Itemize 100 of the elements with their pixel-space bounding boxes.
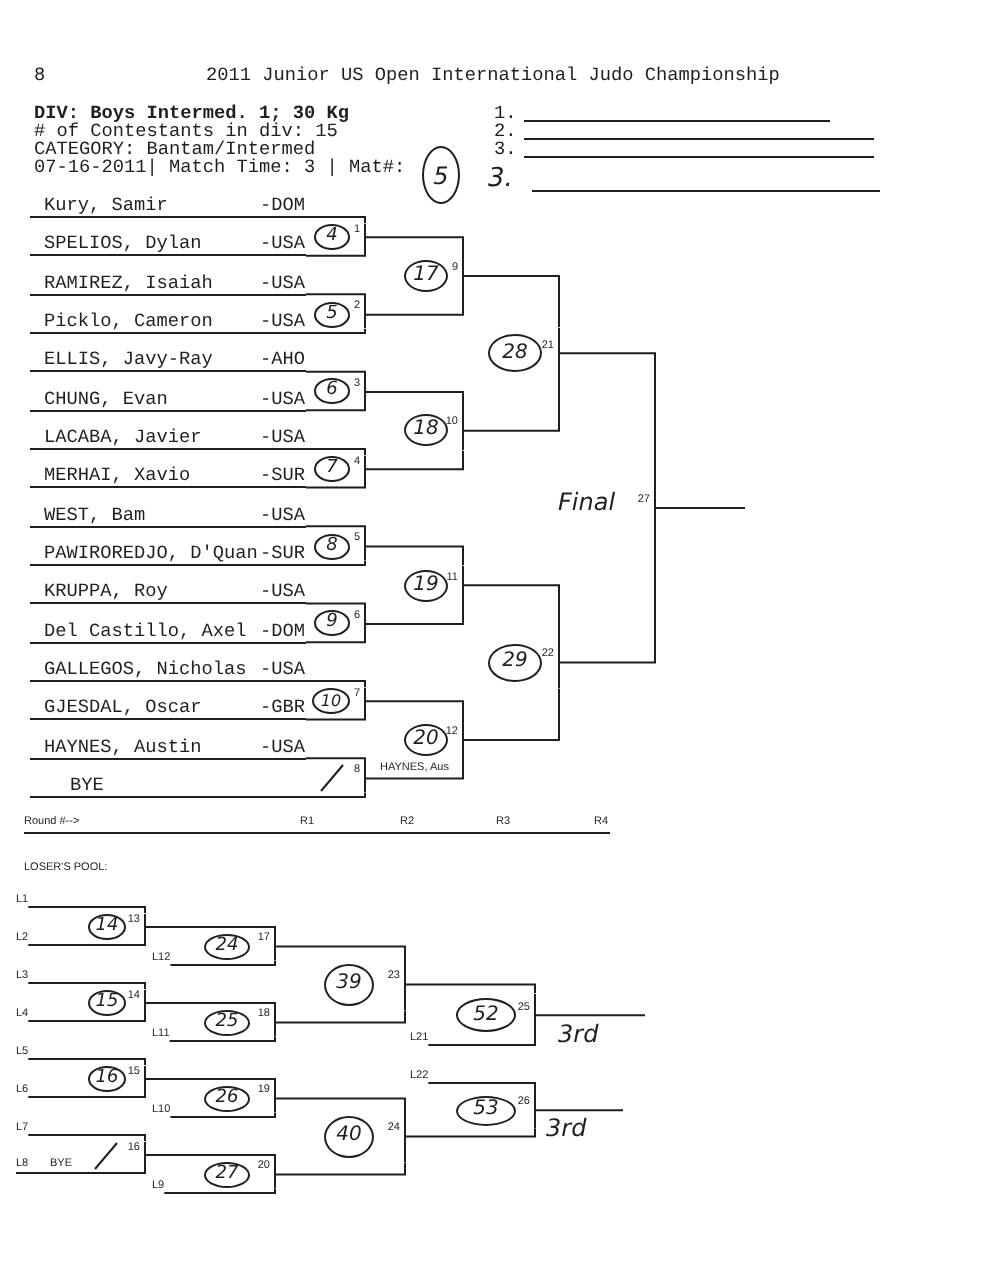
match-bracket <box>200 932 276 961</box>
info-line: 07-16-2011| Match Time: 3 | Mat#: <box>34 158 406 176</box>
bracket-line <box>274 1161 406 1176</box>
handwritten-note: 3. <box>488 166 513 192</box>
circled-number: 4 <box>314 224 350 251</box>
competitor-name: Del Castillo, Axel <box>44 621 247 642</box>
match-bracket <box>310 609 366 638</box>
bracket-line <box>305 404 366 412</box>
circled-number: 24 <box>204 933 250 960</box>
match-bracket <box>84 989 146 1017</box>
entry-line <box>30 580 306 605</box>
match-bracket <box>84 1065 146 1093</box>
match-bracket <box>310 532 366 561</box>
bracket-line <box>305 636 366 644</box>
competitor-name: Picklo, Cameron <box>44 311 213 332</box>
bracket-line <box>364 236 464 257</box>
bracket-line <box>27 1134 146 1142</box>
entry-line <box>30 541 306 566</box>
bracket-line <box>462 584 560 638</box>
bracket-line <box>27 982 146 990</box>
match-bracket <box>400 410 464 451</box>
entry-line <box>30 309 306 334</box>
match-bracket <box>452 993 536 1038</box>
entry-line <box>30 464 306 489</box>
match-bracket <box>400 565 464 606</box>
competitor-name: WEST, Bam <box>44 505 146 526</box>
bracket-line <box>163 1187 276 1194</box>
division-heading: DIV: Boys Intermed. 1; 30 Kg <box>34 104 350 122</box>
entry-line <box>30 425 306 450</box>
bracket-line <box>305 559 366 566</box>
bracket-line <box>534 1014 646 1017</box>
bracket-line <box>364 758 464 780</box>
page-number: 8 <box>34 66 46 84</box>
circled-number: 39 <box>324 963 374 1006</box>
competitor-name: KRUPPA, Roy <box>44 582 168 603</box>
place-number: 1. <box>494 104 517 122</box>
match-bracket <box>200 1008 276 1037</box>
entry-line <box>30 194 306 218</box>
bracket-line <box>427 1082 536 1094</box>
handwritten-note: 3rd <box>558 1021 599 1046</box>
bracket-line <box>305 791 366 798</box>
bracket-line <box>27 940 146 946</box>
competitor-name: MERHAI, Xavio <box>44 466 191 487</box>
bracket-line <box>305 216 366 225</box>
entry-line <box>30 503 306 528</box>
country-code: -USA <box>260 389 306 410</box>
competitor-name: Kury, Samir <box>44 196 168 216</box>
match-bracket <box>320 958 406 1011</box>
country-code: -DOM <box>260 621 306 642</box>
bracket-line <box>305 250 366 257</box>
circled-number: 14 <box>88 914 126 940</box>
match-bracket <box>310 687 366 716</box>
match-bracket <box>310 377 366 406</box>
bracket-line <box>462 378 560 432</box>
competitor-name: LACABA, Javier <box>44 427 202 448</box>
bracket-line <box>144 1078 276 1086</box>
circled-number: 27 <box>204 1161 250 1188</box>
bracket-line <box>364 449 464 471</box>
bracket-line <box>404 1127 536 1138</box>
circled-number: 6 <box>314 378 350 405</box>
entry-line <box>30 348 306 373</box>
circled-number: 7 <box>314 456 350 483</box>
circled-number: 18 <box>404 414 448 447</box>
match-bracket <box>84 913 146 941</box>
circled-number: 53 <box>456 1095 516 1126</box>
country-code: -USA <box>260 505 306 526</box>
competitor-name: GALLEGOS, Nicholas <box>44 659 247 680</box>
bracket-line <box>305 327 366 334</box>
circled-number: 9 <box>314 610 350 637</box>
country-code: -USA <box>260 234 306 255</box>
entry-line <box>30 735 306 760</box>
circled-number: 5 <box>314 301 350 328</box>
entry-line <box>30 696 306 721</box>
country-code: -USA <box>260 273 306 294</box>
country-code: -SUR <box>260 466 306 487</box>
entry-line <box>30 271 306 296</box>
circled-number: 25 <box>204 1009 250 1036</box>
circled-number: 8 <box>314 533 350 560</box>
bracket-line <box>168 1035 276 1042</box>
bracket-line <box>305 679 366 689</box>
circled-number: 20 <box>404 723 448 756</box>
competitor-name: HAYNES, Austin <box>44 737 202 758</box>
match-bracket <box>310 223 366 252</box>
bracket-line <box>558 520 656 664</box>
match-bracket <box>452 1092 536 1129</box>
info-line: # of Contestants in div: 15 <box>34 122 338 140</box>
bracket-line <box>305 714 366 721</box>
bracket-line <box>169 1111 276 1118</box>
match-bracket <box>400 719 464 760</box>
country-code: -DOM <box>260 196 306 216</box>
country-code: -USA <box>260 582 306 603</box>
bracket-line <box>305 482 366 489</box>
country-code: -USA <box>260 737 306 758</box>
match-bracket <box>200 1084 276 1113</box>
entry-line <box>30 773 306 798</box>
bracket-line <box>274 1009 406 1024</box>
bracket-line <box>169 959 276 966</box>
competitor-name: SPELIOS, Dylan <box>44 234 202 255</box>
country-code: -USA <box>260 427 306 448</box>
bracket-line <box>144 926 276 934</box>
